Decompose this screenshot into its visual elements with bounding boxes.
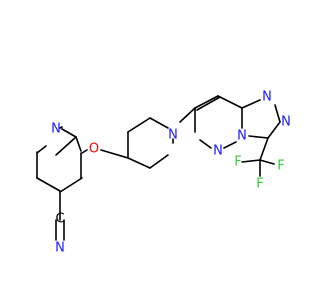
bond <box>199 139 212 149</box>
atom-label-nitrogen: N <box>168 128 178 143</box>
bond <box>149 154 169 169</box>
atom-label-carbon: C <box>55 212 64 227</box>
atom-labels: N O N N C N N N N F F F <box>51 90 291 256</box>
atom-label-nitrogen: N <box>281 115 291 130</box>
bond <box>127 157 151 169</box>
bond <box>36 145 47 154</box>
bond <box>81 149 88 154</box>
bond <box>259 137 269 161</box>
atom-label-oxygen: O <box>89 142 99 157</box>
bond <box>59 126 63 129</box>
atom-label-nitrogen: N <box>55 241 65 256</box>
bond <box>100 149 129 159</box>
atom-label-nitrogen: N <box>51 122 61 137</box>
atom-label-nitrogen: N <box>262 90 272 105</box>
atom-label-fluorine: F <box>277 159 284 174</box>
bond <box>75 136 82 152</box>
bond <box>259 159 275 165</box>
bond <box>223 141 237 149</box>
bond <box>274 104 281 123</box>
atom-label-nitrogen: N <box>213 144 223 159</box>
bond <box>61 128 77 138</box>
bond <box>217 95 243 109</box>
bond <box>127 117 151 133</box>
atom-label-fluorine: F <box>256 177 263 192</box>
bond <box>267 121 281 139</box>
atom-label-fluorine: F <box>234 155 241 170</box>
bond <box>149 117 169 129</box>
atom-label-nitrogen: N <box>237 129 247 144</box>
bond <box>59 177 83 193</box>
bond <box>194 95 219 109</box>
bonds <box>36 95 281 241</box>
molecule-diagram: N O N N C N N N N F F F <box>36 90 291 256</box>
bond <box>248 135 269 139</box>
bond <box>241 159 261 163</box>
molecule-structure: N O N N C N N N N F F F <box>36 90 291 256</box>
bond <box>36 177 61 192</box>
bond <box>179 107 196 123</box>
bond <box>55 136 77 156</box>
bond <box>241 99 261 109</box>
bond <box>196 96 221 111</box>
